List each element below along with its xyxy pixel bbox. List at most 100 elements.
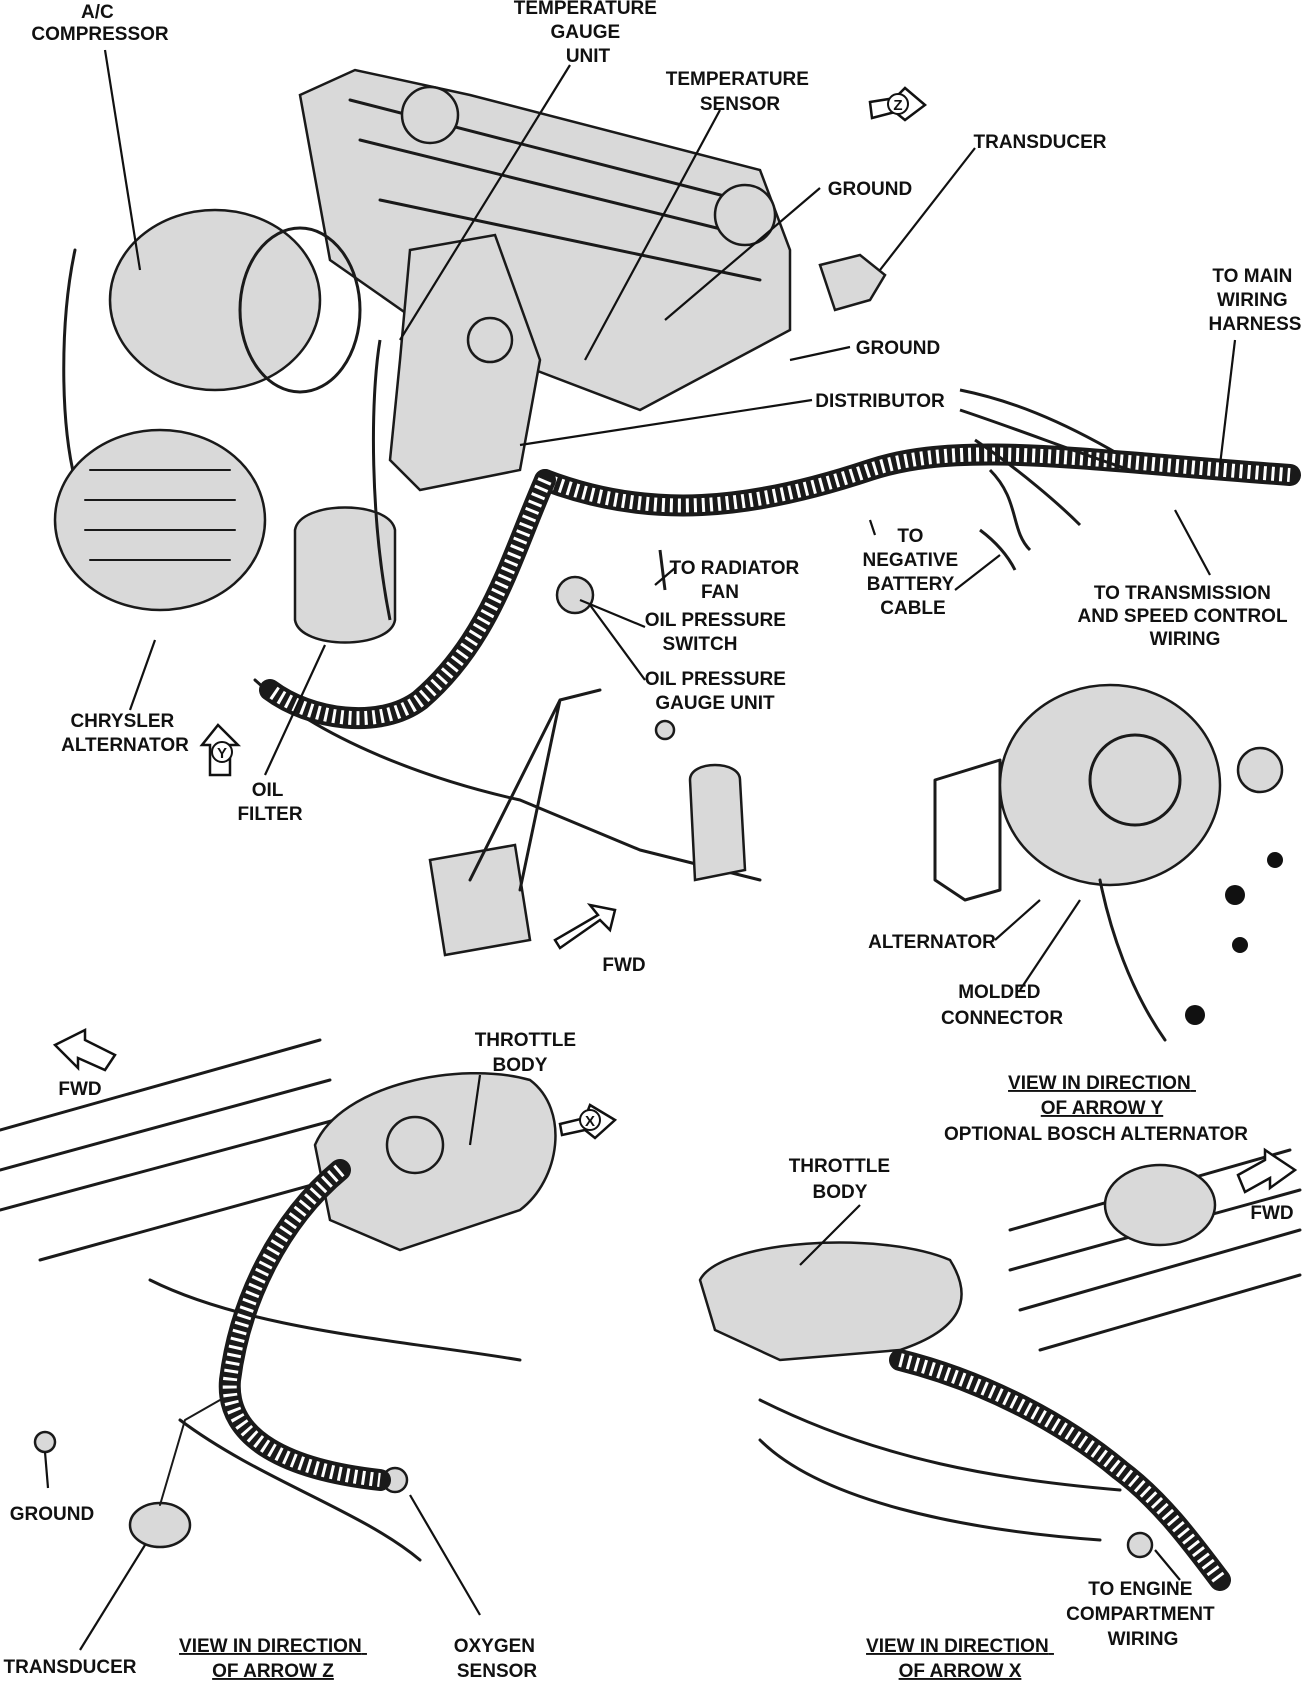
transducer-top-part [818,253,887,312]
arrow-z-letter: Z [893,97,902,114]
label-chrysler-alt: CHRYSLER ALTERNATOR [61,711,189,756]
manifold-x [758,1398,1122,1542]
leader-ground-1 [664,187,821,321]
distributor-cap [466,316,514,364]
label-engine-wiring: TO ENGINE COMPARTMENT WIRING [1066,1579,1220,1650]
filler-cap-x [1103,1163,1217,1247]
leader-oil-switch [579,598,646,629]
ground-stud-z [33,1430,57,1454]
transducer-z [128,1501,192,1549]
transducer-arm-z [159,1399,221,1506]
terminal-nut-4 [1185,1005,1205,1025]
leader-neg-battery-2 [954,554,1001,591]
intake-ribs-z [0,1038,337,1262]
label-main-harness: TO MAIN WIRING HARNESS [1209,266,1302,335]
label-temp-gauge-unit: TEMPERATURE GAUGE UNIT [514,0,663,67]
label-ground-1: GROUND [828,179,912,200]
label-radiator-fan: TO RADIATOR FAN [669,558,804,603]
fwd-arrow-1-icon [553,903,617,950]
label-distributor: DISTRIBUTOR [815,391,945,412]
label-oil-switch: OIL PRESSURE SWITCH [645,610,791,655]
caption-view-x: VIEW IN DIRECTION OF ARROW X [866,1636,1054,1682]
ac-compressor-body [108,208,322,392]
leader-main-harness [1218,339,1237,466]
label-throttle-2: THROTTLE BODY [789,1156,896,1203]
harness-z-texture [222,1164,381,1487]
leader-alternator [994,899,1041,941]
oil-fill-cap [400,85,460,145]
label-transducer-bottom: TRANSDUCER [4,1657,137,1678]
arrow-x-view [698,1148,1302,1591]
label-fwd-2: FWD [58,1079,101,1100]
distributor-body [388,233,542,492]
chrysler-alternator-body [53,428,267,612]
label-transmission: TO TRANSMISSION AND SPEED CONTROL WIRING [1077,583,1292,650]
terminal-nut-3 [1232,937,1248,953]
drive-belt [62,248,77,482]
leader-molded [1019,899,1081,991]
lower-harness-texture [265,477,552,726]
oil-filter-body [293,506,397,644]
leader-chrysler-alt [128,639,157,711]
leader-neg-battery [868,519,877,536]
bosch-lead [1098,878,1167,1042]
bosch-pulley [1236,746,1284,794]
fwd-arrow-3-icon [1236,1147,1298,1194]
caption-view-y-sub: OPTIONAL BOSCH ALTERNATOR [944,1124,1248,1145]
leader-ground-2 [789,345,851,362]
label-molded: MOLDED CONNECTOR [941,982,1063,1029]
radiator-fan-lead [658,549,667,591]
label-oil-filter: OIL FILTER [237,780,302,825]
leader-lines [43,49,1237,1651]
leader-radiator-fan [654,567,676,586]
label-fwd-3: FWD [1250,1203,1293,1224]
throttle-body-x [698,1241,963,1362]
leader-throttle-1 [468,1074,482,1146]
engine-main-view [53,68,1301,957]
label-alternator: ALTERNATOR [868,932,996,953]
leader-temp-sensor [584,109,721,361]
label-throttle-1: THROTTLE BODY [475,1030,582,1076]
ac-compressor-clutch [238,226,362,394]
label-fwd-1: FWD [602,955,645,976]
oil-pressure-switch [555,575,595,615]
leader-ground-3 [43,1451,50,1489]
leader-distributor [519,398,813,447]
manifold-z [148,1278,522,1562]
leader-throttle-2 [799,1204,861,1266]
leader-engine-wiring [1154,1549,1181,1581]
leader-ac-compressor [103,49,142,271]
arrow-z-view [0,1038,557,1562]
arrow-y-indicator: Y [199,723,242,777]
label-ground-2: GROUND [856,338,940,359]
caption-view-y: VIEW IN DIRECTION OF ARROW Y [1008,1073,1196,1119]
throttle-inlet-z [385,1115,445,1175]
label-transducer-top: TRANSDUCER [974,132,1107,153]
terminal-nut-2 [1225,885,1245,905]
label-ground-3: GROUND [10,1504,94,1525]
alternator-fins [84,469,236,561]
arrow-z-indicator: Z [868,86,928,122]
leader-temp-gauge-unit [399,64,571,341]
harness-x-texture [898,1353,1226,1585]
leader-oil-filter [264,644,326,776]
battery-cable-stub [979,528,1017,571]
label-neg-battery: TO NEGATIVE BATTERY CABLE [863,526,964,619]
leader-transducer-top [879,147,976,271]
label-temp-sensor: TEMPERATURE SENSOR [666,69,815,115]
bosch-regulator [1088,733,1182,827]
arrow-x-indicator: X [558,1103,618,1140]
oil-gauge-unit-part [654,719,676,741]
engine-mount-arm [468,688,602,892]
main-harness [534,443,1301,517]
label-oil-gauge: OIL PRESSURE GAUGE UNIT [645,669,791,714]
label-ac-compressor: A/C COMPRESSOR [31,2,169,45]
valve-cover [298,68,792,412]
terminal-nut-1 [1267,852,1283,868]
thermostat-housing [713,183,777,247]
leader-oil-gauge [589,604,646,681]
fwd-arrow-2-icon [52,1027,117,1072]
caption-view-z: VIEW IN DIRECTION OF ARROW Z [179,1636,367,1682]
leader-transducer-bottom [79,1544,146,1651]
